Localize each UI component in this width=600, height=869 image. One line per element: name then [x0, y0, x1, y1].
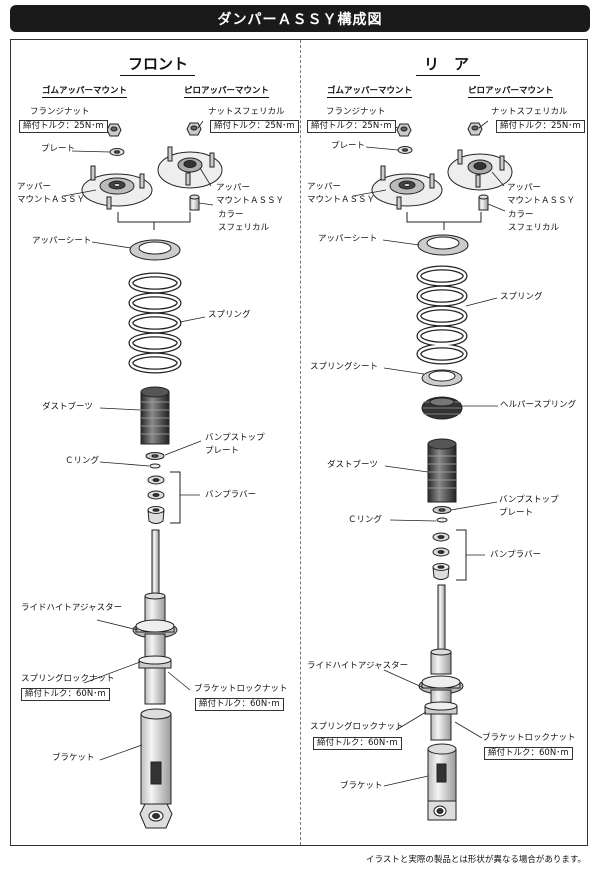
rear-spring-lock-nut-label: スプリングロックナット [310, 722, 404, 732]
front-spring-lock-nut-label: スプリングロックナット [21, 674, 115, 684]
rear-c-ring-label: Ｃリング [348, 515, 383, 525]
rear-helper-spring [421, 396, 463, 420]
front-spring-label: スプリング [208, 310, 251, 320]
front-rubber-upper-mount [81, 165, 153, 210]
rear-nut-spherical [467, 122, 483, 136]
rear-collar-label-2: スフェリカル [508, 223, 560, 233]
rear-upper-mount-label-1: アッパー [307, 182, 342, 192]
front-flange-nut [106, 123, 122, 137]
front-shaft [151, 529, 160, 601]
front-bracket-lock-nut-label: ブラケットロックナット [194, 684, 288, 694]
center-divider [300, 40, 301, 845]
rear-bracket [427, 743, 457, 821]
front-upper-mount-r-label-1: アッパー [216, 183, 251, 193]
rear-dust-boot-label: ダストブーツ [327, 460, 378, 470]
front-pillow-mount-title: ピロアッパーマウント [184, 86, 270, 98]
front-heading-underline [120, 75, 195, 76]
rear-bump-plate-label-1: バンプストップ [499, 495, 559, 505]
front-collar-label-1: カラー [218, 210, 244, 220]
rear-c-ring [436, 517, 448, 523]
front-bracket-lock-torque: 締付トルク：60N･m [195, 698, 284, 711]
rear-collar-label-1: カラー [508, 210, 534, 220]
front-assembly [81, 122, 223, 829]
front-bump-plate-label-2: プレート [205, 446, 240, 456]
rear-bracket-lock-nut-label: ブラケットロックナット [482, 733, 576, 743]
front-bracket [139, 708, 173, 829]
rear-upper-mount-r-label-2: マウントＡＳＳＹ [507, 196, 576, 206]
rear-bump-rubber-label: バンプラバー [490, 550, 542, 560]
rear-damper-body [418, 648, 464, 741]
rear-rubber-mount-title: ゴムアッパーマウント [327, 86, 413, 98]
rear-rubber-upper-mount [371, 165, 443, 210]
front-upper-seat [129, 239, 181, 261]
rear-spring-lock-torque: 締付トルク：60N･m [313, 737, 402, 750]
front-heading: フロント [128, 55, 189, 73]
front-dust-boot-label: ダストブーツ [42, 402, 93, 412]
front-upper-mount-label-2: マウントＡＳＳＹ [17, 195, 86, 205]
rear-pillow-mount-title: ピロアッパーマウント [468, 86, 554, 98]
rear-bump-rubber [432, 532, 450, 580]
rear-upper-seat-label: アッパーシート [318, 234, 378, 244]
front-damper-body [132, 592, 178, 705]
rear-dust-boot [427, 438, 457, 503]
front-plate-label: プレート [41, 144, 76, 154]
front-collar-label-2: スフェリカル [218, 223, 270, 233]
rear-spring-seat [421, 369, 463, 387]
front-dust-boot [140, 386, 170, 445]
rear-ride-height-label: ライドハイトアジャスター [307, 661, 409, 671]
front-ride-height-label: ライドハイトアジャスター [21, 603, 123, 613]
front-bump-plate-label-1: バンプストップ [205, 433, 265, 443]
rear-nut-spherical-torque: 締付トルク：25N･m [496, 120, 585, 133]
rear-bracket-lock-torque: 締付トルク：60N･m [484, 747, 573, 760]
title-text: ダンパーＡＳＳＹ構成図 [217, 12, 383, 28]
diagram-frame [10, 39, 588, 846]
front-c-ring-label: Ｃリング [65, 456, 100, 466]
front-nut-spherical-torque: 締付トルク：25N･m [210, 120, 299, 133]
front-nut-spherical-label: ナットスフェリカル [208, 107, 285, 117]
rear-flange-nut [396, 123, 412, 137]
front-upper-mount-r-label-2: マウントＡＳＳＹ [216, 196, 285, 206]
front-collar-spherical [189, 194, 200, 211]
front-flange-nut-torque: 締付トルク：25N･m [19, 120, 108, 133]
rear-upper-seat [417, 234, 469, 256]
rear-bracket-label: ブラケット [340, 781, 383, 791]
rear-spring-label: スプリング [500, 292, 543, 302]
front-spring-lock-torque: 締付トルク：60N･m [21, 688, 110, 701]
rear-helper-spring-label: ヘルパースプリング [500, 400, 577, 410]
rear-shaft [437, 584, 446, 656]
front-bump-rubber [147, 475, 165, 524]
front-c-ring [149, 463, 161, 469]
front-upper-mount-label-1: アッパー [17, 182, 52, 192]
rear-collar-spherical [478, 194, 489, 211]
title-bar: ダンパーＡＳＳＹ構成図 [10, 5, 590, 32]
rear-flange-nut-label: フランジナット [326, 107, 386, 117]
front-upper-seat-label: アッパーシート [32, 236, 92, 246]
front-pillow-upper-mount [157, 146, 223, 189]
rear-bump-plate-label-2: プレート [499, 508, 534, 518]
front-rubber-mount-title: ゴムアッパーマウント [42, 86, 128, 98]
rear-nut-spherical-label: ナットスフェリカル [491, 107, 568, 117]
rear-plate-label: プレート [331, 141, 366, 151]
rear-flange-nut-torque: 締付トルク：25N･m [307, 120, 396, 133]
rear-pillow-upper-mount [447, 149, 513, 191]
front-bracket-label: ブラケット [52, 753, 95, 763]
disclaimer-note: イラストと実際の製品とは形状が異なる場合があります。 [366, 855, 586, 865]
front-bump-rubber-label: バンプラバー [205, 490, 257, 500]
rear-upper-mount-label-2: マウントＡＳＳＹ [307, 195, 376, 205]
rear-heading-underline [416, 75, 480, 76]
rear-spring-seat-label: スプリングシート [310, 362, 379, 372]
rear-upper-mount-r-label-1: アッパー [507, 183, 542, 193]
rear-heading: リ ア [424, 55, 470, 73]
front-nut-spherical [186, 122, 202, 136]
front-flange-nut-label: フランジナット [30, 107, 90, 117]
rear-assembly [371, 122, 513, 821]
